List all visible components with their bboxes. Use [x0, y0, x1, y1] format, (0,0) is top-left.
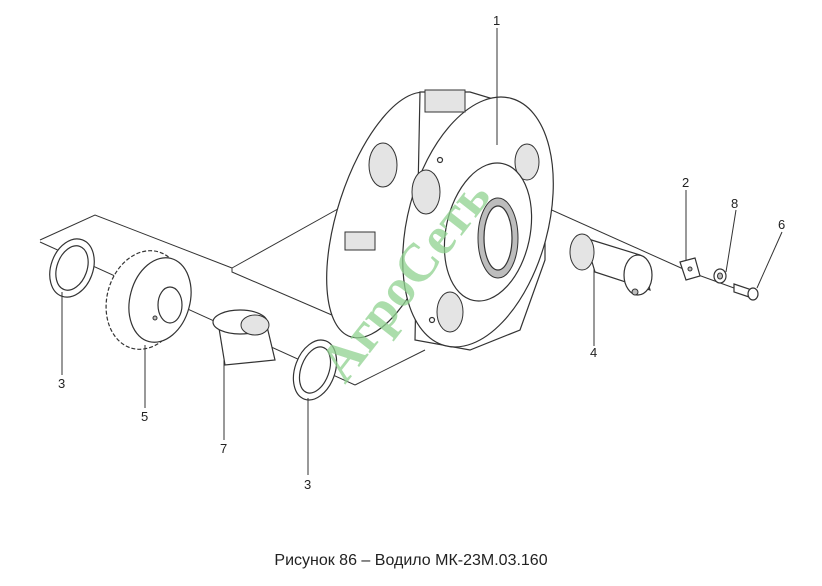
satellite-gear	[105, 250, 192, 350]
spring-washer	[713, 268, 727, 284]
callout-1: 1	[493, 13, 500, 28]
lock-plate	[679, 257, 701, 281]
callout-8: 8	[731, 196, 738, 211]
callout-6: 6	[778, 217, 785, 232]
callout-7: 7	[220, 441, 227, 456]
callout-3-right: 3	[304, 477, 311, 492]
callout-labels: 1 2 8 6 4 3 5 7 3	[58, 13, 785, 492]
leader-lines	[61, 28, 783, 475]
carrier-body	[326, 89, 554, 351]
bolt	[733, 283, 759, 301]
pin-axle	[569, 233, 653, 296]
figure-caption: Рисунок 86 – Водило МК-23М.03.160	[274, 552, 548, 569]
bushing	[212, 309, 276, 366]
callout-5: 5	[141, 409, 148, 424]
callout-3-left: 3	[58, 376, 65, 391]
callout-4: 4	[590, 345, 597, 360]
thrust-washer-left	[49, 238, 95, 298]
callout-2: 2	[682, 175, 689, 190]
thrust-washer-right	[292, 339, 338, 401]
